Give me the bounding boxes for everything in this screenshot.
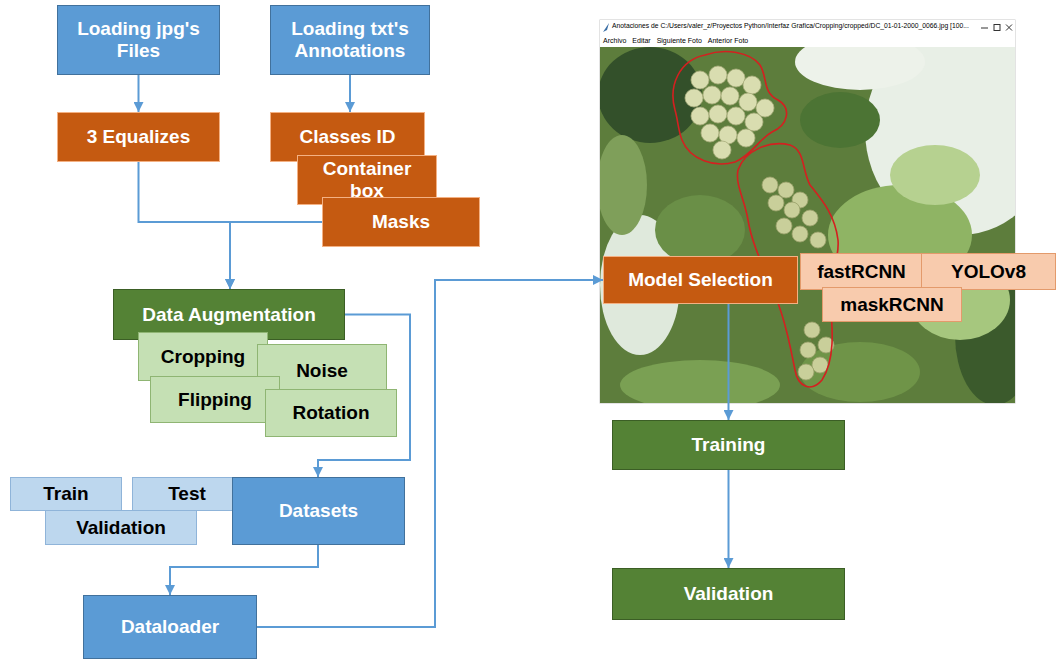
minimize-icon	[981, 28, 988, 29]
grape	[691, 107, 709, 125]
node-label: YOLOv8	[951, 261, 1026, 283]
node-label: Loading jpg's Files	[64, 18, 213, 62]
connector-arrow	[139, 162, 231, 289]
process-box: 3 Equalizes	[57, 112, 220, 162]
connector-arrow	[728, 304, 730, 420]
node-label: fastRCNN	[817, 261, 906, 283]
augmentation-box: Cropping	[138, 332, 268, 381]
process-box: Model Selection	[603, 256, 798, 304]
grape	[778, 182, 794, 198]
connector-arrow	[230, 222, 322, 289]
close-icon	[1006, 25, 1012, 31]
node-label: Test	[168, 483, 206, 505]
menu-item: Editar	[632, 37, 650, 45]
maximize-icon	[994, 25, 1000, 31]
grape	[800, 342, 816, 358]
leaf	[655, 195, 745, 265]
grape	[709, 66, 727, 84]
grape	[737, 129, 755, 147]
grape	[784, 202, 800, 218]
connector-arrow	[728, 470, 730, 568]
node-label: Masks	[372, 211, 430, 233]
sky-patch	[795, 47, 925, 90]
leaf	[800, 92, 880, 148]
augmentation-box: Rotation	[265, 389, 397, 437]
model-box: maskRCNN	[822, 287, 962, 322]
grape	[743, 76, 761, 94]
input-box: Dataloader	[83, 595, 257, 659]
grape	[792, 226, 808, 242]
leaf	[600, 135, 647, 235]
grape	[812, 357, 828, 373]
grape	[727, 107, 745, 125]
process-box: Masks	[322, 197, 480, 247]
node-label: Data Augmentation	[142, 304, 315, 326]
title-bar	[600, 20, 1015, 35]
grape	[762, 177, 778, 193]
node-label: Noise	[296, 360, 348, 382]
stage-box: Validation	[612, 568, 845, 620]
input-box: Loading txt's Annotations	[270, 5, 430, 75]
grape	[810, 232, 826, 248]
node-label: Cropping	[161, 346, 245, 368]
grape	[701, 124, 719, 142]
grape	[776, 218, 792, 234]
menu-item: Siguiente Foto	[657, 37, 702, 45]
node-label: Loading txt's Annotations	[277, 18, 423, 62]
node-label: Model Selection	[628, 269, 773, 291]
node-label: Classes ID	[299, 126, 395, 148]
connector-arrow	[138, 75, 140, 112]
node-label: Dataloader	[121, 616, 219, 638]
grape	[727, 69, 745, 87]
model-box: YOLOv8	[921, 253, 1056, 290]
split-box: Test	[132, 477, 242, 511]
grape-cluster	[685, 66, 774, 159]
split-box: Train	[10, 477, 122, 511]
leaf	[890, 145, 980, 205]
model-box: fastRCNN	[800, 253, 923, 290]
leaf	[620, 360, 780, 403]
grape	[745, 113, 763, 131]
menu-item: Archivo	[603, 37, 626, 45]
window-icon	[603, 23, 609, 32]
mask-outline	[673, 52, 787, 164]
stage-box: Training	[612, 420, 845, 470]
node-label: Flipping	[178, 389, 252, 411]
split-box: Validation	[45, 510, 197, 545]
grape	[709, 105, 727, 123]
grape	[739, 93, 757, 111]
menu-item: Anterior Foto	[708, 37, 748, 45]
connector-arrow	[170, 545, 318, 595]
shadow-leaf	[600, 47, 702, 143]
node-label: Datasets	[279, 500, 358, 522]
grape	[713, 141, 731, 159]
grape	[768, 195, 784, 211]
node-label: Rotation	[292, 402, 369, 424]
augmentation-box: Flipping	[150, 376, 280, 423]
input-box: Loading jpg's Files	[57, 5, 220, 75]
node-label: Container box	[304, 158, 430, 202]
grape	[721, 87, 739, 105]
grape	[798, 364, 814, 380]
node-label: Validation	[684, 583, 774, 605]
node-label: Validation	[76, 517, 166, 539]
vineyard-photo	[600, 47, 1015, 403]
grape	[703, 86, 721, 104]
grape	[691, 71, 709, 89]
node-label: maskRCNN	[840, 294, 943, 316]
menu-bar	[600, 35, 1015, 47]
input-box: Datasets	[232, 477, 405, 545]
node-label: Training	[692, 434, 766, 456]
window-title: Anotaciones de C:/Users/valer_z/Proyecto…	[612, 22, 969, 29]
grape	[685, 89, 703, 107]
grape	[802, 210, 818, 226]
node-label: 3 Equalizes	[87, 126, 191, 148]
node-label: Train	[43, 483, 88, 505]
leaf	[800, 342, 920, 402]
connector-arrow	[349, 75, 351, 112]
grape	[804, 322, 820, 338]
